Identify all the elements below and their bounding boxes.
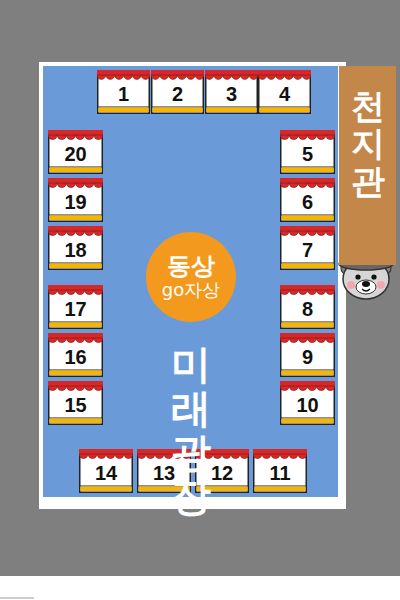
booth-box: 3	[205, 70, 258, 114]
booth-number: 17	[64, 298, 86, 320]
booth-box: 7	[280, 226, 335, 270]
booth-box: 9	[280, 333, 335, 377]
booth-box: 1	[97, 70, 150, 114]
building-name: 천지관	[351, 88, 385, 200]
booth-number: 14	[95, 462, 117, 484]
plaza-area: 미래 광장1234205196187동상go자상1781691510141312…	[43, 66, 338, 497]
booth-number: 7	[302, 239, 313, 261]
building-band: 천지관	[339, 66, 396, 265]
statue-circle: 동상go자상	[145, 231, 237, 323]
booth-box: 6	[280, 178, 335, 222]
booth-box: 14	[79, 449, 133, 493]
plaza-name: 미래 광장	[171, 342, 211, 518]
statue-name: 동상	[167, 253, 215, 281]
booth-box: 8	[280, 285, 335, 329]
booth-number: 1	[118, 83, 129, 105]
booth-box: 15	[48, 381, 103, 425]
booth-number: 3	[226, 83, 237, 105]
booth-box: 11	[253, 449, 307, 493]
booth-box: 18	[48, 226, 103, 270]
booth-number: 10	[296, 394, 318, 416]
booth-box: 2	[151, 70, 204, 114]
booth-number: 9	[302, 346, 313, 368]
booth-number: 6	[302, 191, 313, 213]
booth-number: 18	[64, 239, 86, 261]
statue-subtitle: go자상	[162, 280, 220, 301]
booth-box: 5	[280, 130, 335, 174]
booth-number: 15	[64, 394, 86, 416]
booth-box: 17	[48, 285, 103, 329]
booth-box: 4	[258, 70, 311, 114]
booth-box: 10	[280, 381, 335, 425]
outer-ground	[0, 0, 400, 576]
booth-number: 19	[64, 191, 86, 213]
booth-number: 11	[269, 462, 290, 484]
booth-number: 12	[211, 462, 233, 484]
booth-box: 20	[48, 130, 103, 174]
booth-number: 13	[153, 462, 175, 484]
booth-number: 16	[64, 346, 86, 368]
booth-number: 8	[302, 298, 313, 320]
booth-number: 20	[64, 143, 86, 165]
booth-number: 4	[279, 83, 290, 105]
booth-number: 2	[172, 83, 183, 105]
edge-line	[0, 598, 34, 599]
booth-number: 5	[302, 143, 313, 165]
booth-box: 16	[48, 333, 103, 377]
booth-box: 19	[48, 178, 103, 222]
